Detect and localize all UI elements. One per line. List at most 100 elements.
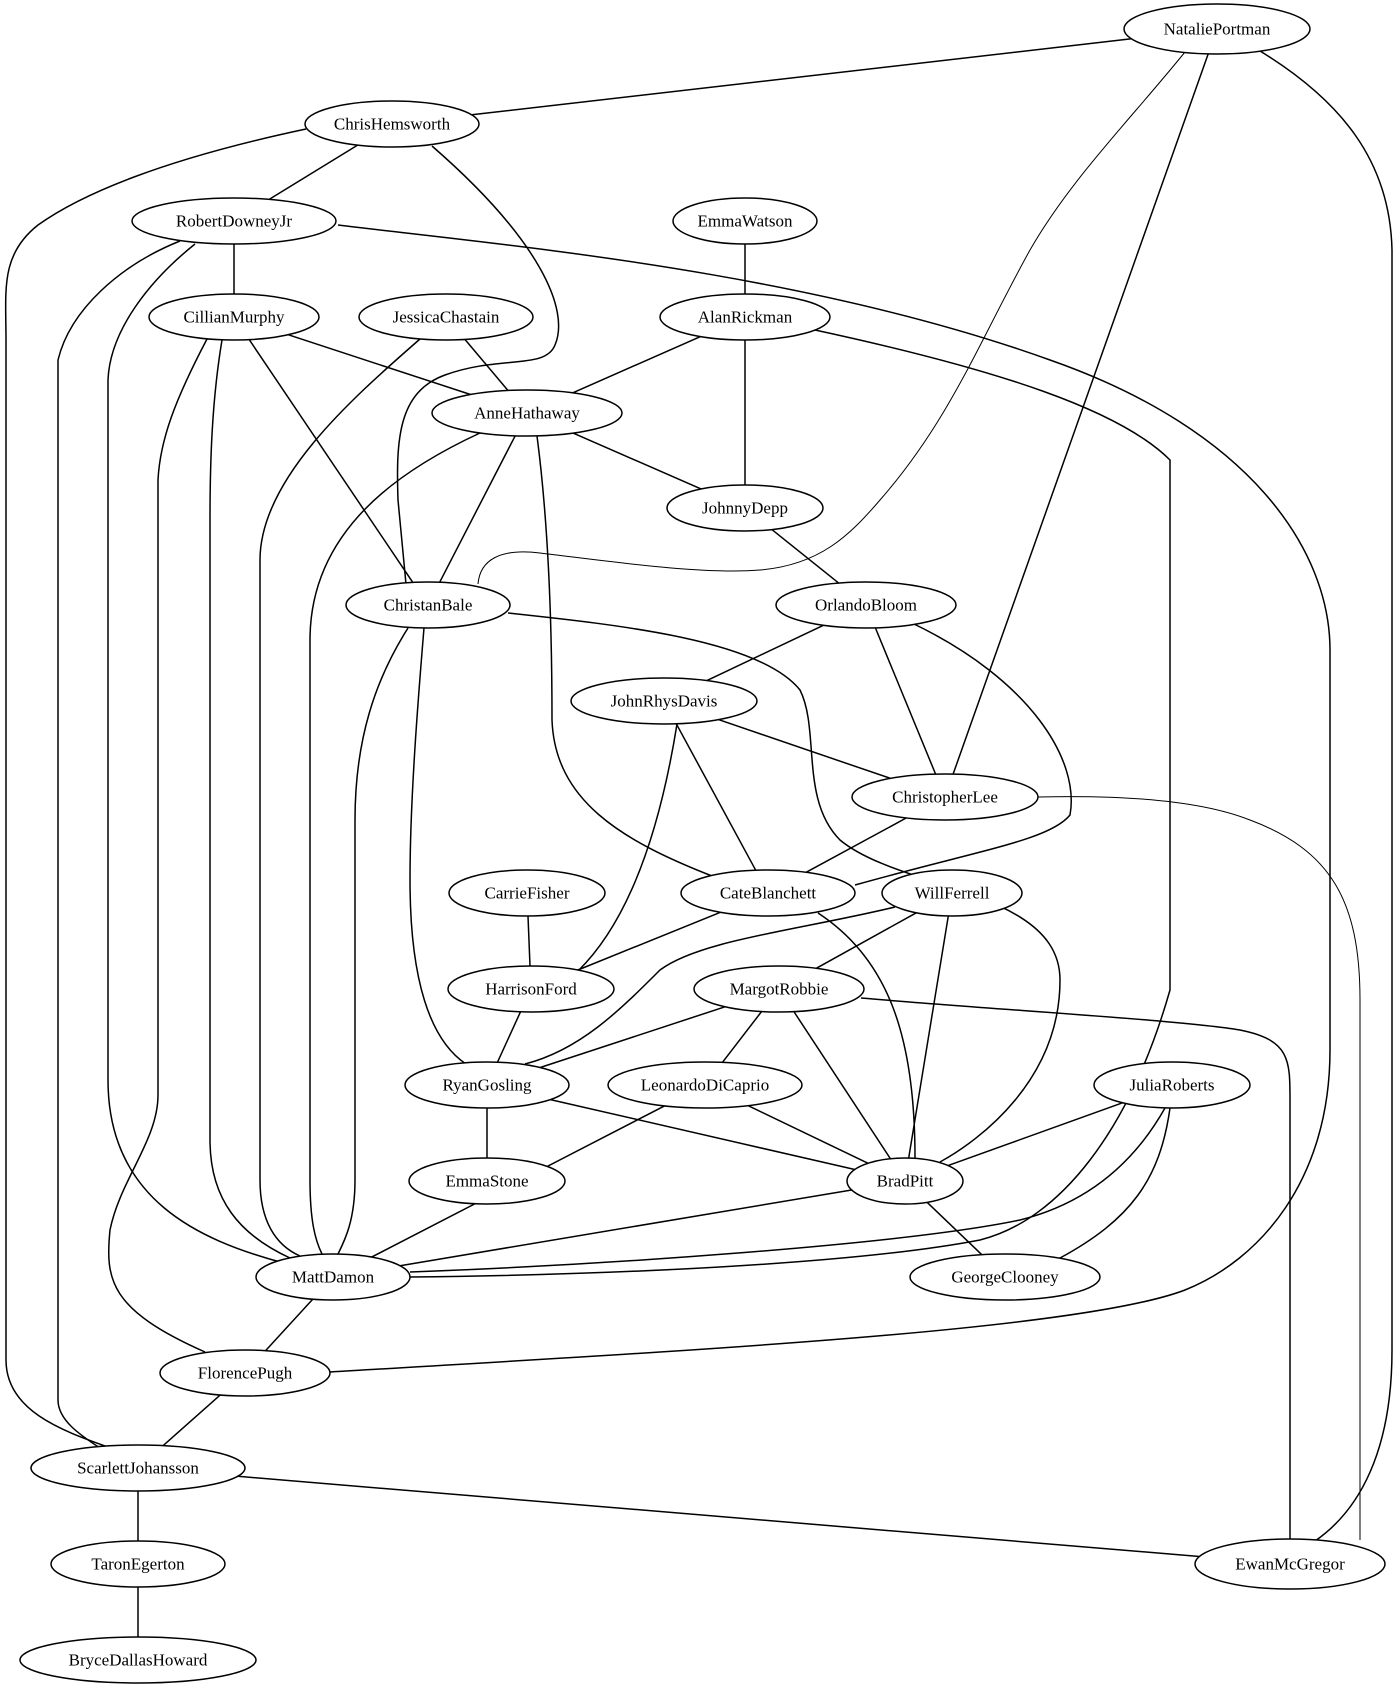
node-ScarlettJohansson: ScarlettJohansson [30, 1444, 246, 1492]
node-JuliaRoberts: JuliaRoberts [1093, 1061, 1251, 1109]
node-label: HarrisonFord [485, 980, 577, 999]
node-label: NataliePortman [1164, 20, 1271, 39]
node-ellipse [50, 1540, 226, 1588]
node-ellipse [846, 1157, 964, 1205]
node-MattDamon: MattDamon [255, 1253, 411, 1301]
edge-MattDamon-FlorencePugh [264, 1298, 314, 1352]
edge-ChristopherLee-EwanMcGregor [1037, 796, 1361, 1540]
edge-WillFerrell-RyanGosling [524, 906, 896, 1065]
node-ellipse [851, 773, 1039, 821]
edge-ChrisHemsworth-RobertDowneyJr [268, 144, 358, 201]
edge-AnneHathaway-MattDamon [309, 432, 481, 1255]
node-ellipse [1194, 1538, 1386, 1590]
node-label: JessicaChastain [393, 308, 500, 327]
node-label: ScarlettJohansson [77, 1459, 199, 1478]
node-RyanGosling: RyanGosling [404, 1061, 570, 1109]
node-ellipse [404, 1061, 570, 1109]
node-ellipse [345, 581, 511, 629]
node-ellipse [447, 965, 615, 1013]
node-ellipse [672, 197, 818, 245]
node-ellipse [448, 869, 606, 917]
edge-CillianMurphy-MattDamon [209, 339, 291, 1259]
edge-MargotRobbie-BradPitt [793, 1011, 892, 1160]
node-ellipse [255, 1253, 411, 1301]
edge-RobertDowneyJr-ScarlettJohansson [57, 240, 181, 1449]
edge-JuliaRoberts-GeorgeClooney [1059, 1107, 1171, 1259]
edge-ChrisHemsworth-ChristanBale [396, 145, 560, 585]
node-ellipse [680, 869, 856, 917]
edge-WillFerrell-BradPitt [907, 915, 950, 1159]
edge-AnneHathaway-CateBlanchett [536, 435, 713, 877]
edge-HarrisonFord-RyanGosling [496, 1011, 522, 1063]
node-MargotRobbie: MargotRobbie [693, 965, 865, 1013]
edge-BradPitt-GeorgeClooney [926, 1201, 983, 1256]
edge-NataliePortman-ChrisHemsworth [471, 38, 1132, 116]
node-ellipse [408, 1157, 566, 1205]
edge-JuliaRoberts-MattDamon [409, 1107, 1166, 1273]
edge-NataliePortman-EwanMcGregor [1259, 50, 1393, 1542]
node-label: MargotRobbie [730, 980, 829, 999]
node-ellipse [570, 677, 758, 725]
node-label: AnneHathaway [474, 404, 580, 423]
edge-OrlandoBloom-JohnRhysDavis [706, 624, 824, 682]
edge-ChristanBale-MattDamon [337, 627, 409, 1255]
node-label: TaronEgerton [91, 1555, 185, 1574]
edge-WillFerrell-MargotRobbie [815, 912, 917, 969]
node-ChristopherLee: ChristopherLee [851, 773, 1039, 821]
node-ellipse [775, 581, 957, 629]
node-label: OrlandoBloom [815, 596, 917, 615]
node-label: CarrieFisher [485, 884, 570, 903]
edge-FlorencePugh-ScarlettJohansson [162, 1394, 221, 1447]
node-ellipse [148, 293, 320, 341]
node-TaronEgerton: TaronEgerton [50, 1540, 226, 1588]
node-label: FlorencePugh [198, 1364, 293, 1383]
edge-MargotRobbie-LeonardoDiCaprio [721, 1011, 763, 1063]
node-label: ChristanBale [384, 596, 473, 615]
node-label: RyanGosling [442, 1076, 532, 1095]
edge-ScarlettJohansson-EwanMcGregor [237, 1475, 1200, 1558]
node-FlorencePugh: FlorencePugh [159, 1349, 331, 1397]
edge-MargotRobbie-EwanMcGregor [860, 997, 1291, 1539]
node-EmmaWatson: EmmaWatson [672, 197, 818, 245]
node-label: CateBlanchett [720, 884, 817, 903]
graph-edges [4, 38, 1393, 1637]
node-JessicaChastain: JessicaChastain [358, 293, 534, 341]
node-RobertDowneyJr: RobertDowneyJr [131, 197, 337, 245]
edge-ChristopherLee-CateBlanchett [805, 817, 907, 873]
edge-CateBlanchett-BradPitt [817, 912, 916, 1159]
edge-CillianMurphy-ChristanBale [248, 339, 414, 583]
node-JohnnyDepp: JohnnyDepp [666, 484, 824, 532]
edge-MargotRobbie-RyanGosling [539, 1006, 726, 1069]
node-CarrieFisher: CarrieFisher [448, 869, 606, 917]
node-HarrisonFord: HarrisonFord [447, 965, 615, 1013]
node-label: EwanMcGregor [1235, 1555, 1345, 1574]
edge-CillianMurphy-AnneHathaway [287, 333, 471, 396]
node-label: BryceDallasHoward [69, 1651, 208, 1670]
node-CillianMurphy: CillianMurphy [148, 293, 320, 341]
node-ellipse [19, 1636, 257, 1684]
node-label: EmmaWatson [698, 212, 793, 231]
edge-ChristanBale-BradPitt [507, 612, 1061, 1163]
edge-JohnRhysDavis-ChristopherLee [718, 718, 891, 780]
edge-OrlandoBloom-CateBlanchett [854, 623, 1072, 886]
node-NataliePortman: NataliePortman [1123, 3, 1311, 55]
node-AlanRickman: AlanRickman [659, 293, 831, 341]
edge-JohnRhysDavis-HarrisonFord [577, 723, 678, 972]
node-ChrisHemsworth: ChrisHemsworth [304, 100, 480, 148]
node-ChristanBale: ChristanBale [345, 581, 511, 629]
node-ellipse [159, 1349, 331, 1397]
edge-OrlandoBloom-ChristopherLee [874, 627, 937, 775]
edge-JessicaChastain-MattDamon [259, 338, 421, 1257]
node-label: JohnRhysDavis [611, 692, 718, 711]
node-ellipse [607, 1061, 803, 1109]
graph-nodes: NataliePortmanChrisHemsworthRobertDowney… [19, 3, 1386, 1684]
edge-JohnnyDepp-OrlandoBloom [771, 529, 840, 584]
edge-RobertDowneyJr-MattDamon [107, 243, 281, 1263]
node-GeorgeClooney: GeorgeClooney [909, 1253, 1101, 1301]
edge-JuliaRoberts-BradPitt [947, 1102, 1123, 1167]
edge-RobertDowneyJr-FlorencePugh [329, 224, 1331, 1373]
node-ellipse [30, 1444, 246, 1492]
node-label: ChrisHemsworth [334, 115, 451, 134]
node-AnneHathaway: AnneHathaway [431, 389, 623, 437]
